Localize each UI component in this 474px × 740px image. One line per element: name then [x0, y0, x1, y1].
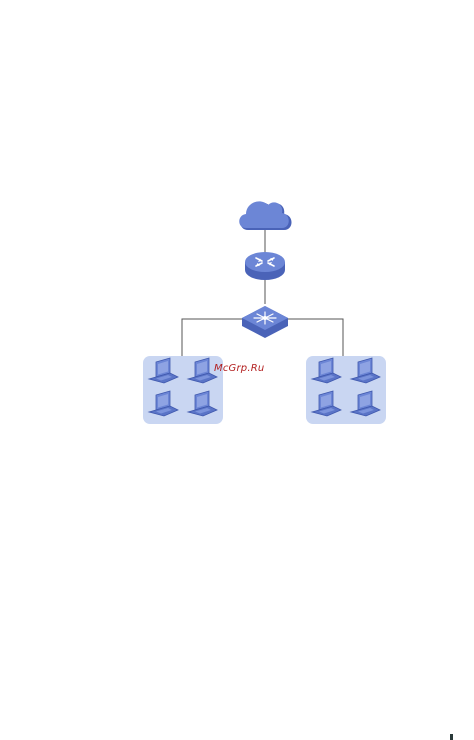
corner-mark [450, 734, 453, 740]
switch-icon [242, 306, 288, 338]
connection-lines [181, 228, 344, 357]
link-switch-left-group [181, 318, 243, 357]
link-switch-right-group [287, 318, 344, 357]
client-group-left [143, 356, 223, 424]
watermark-text: McGrp.Ru [214, 363, 265, 374]
cloud-icon [239, 201, 292, 230]
client-group-right [306, 356, 386, 424]
router-icon [245, 252, 285, 280]
